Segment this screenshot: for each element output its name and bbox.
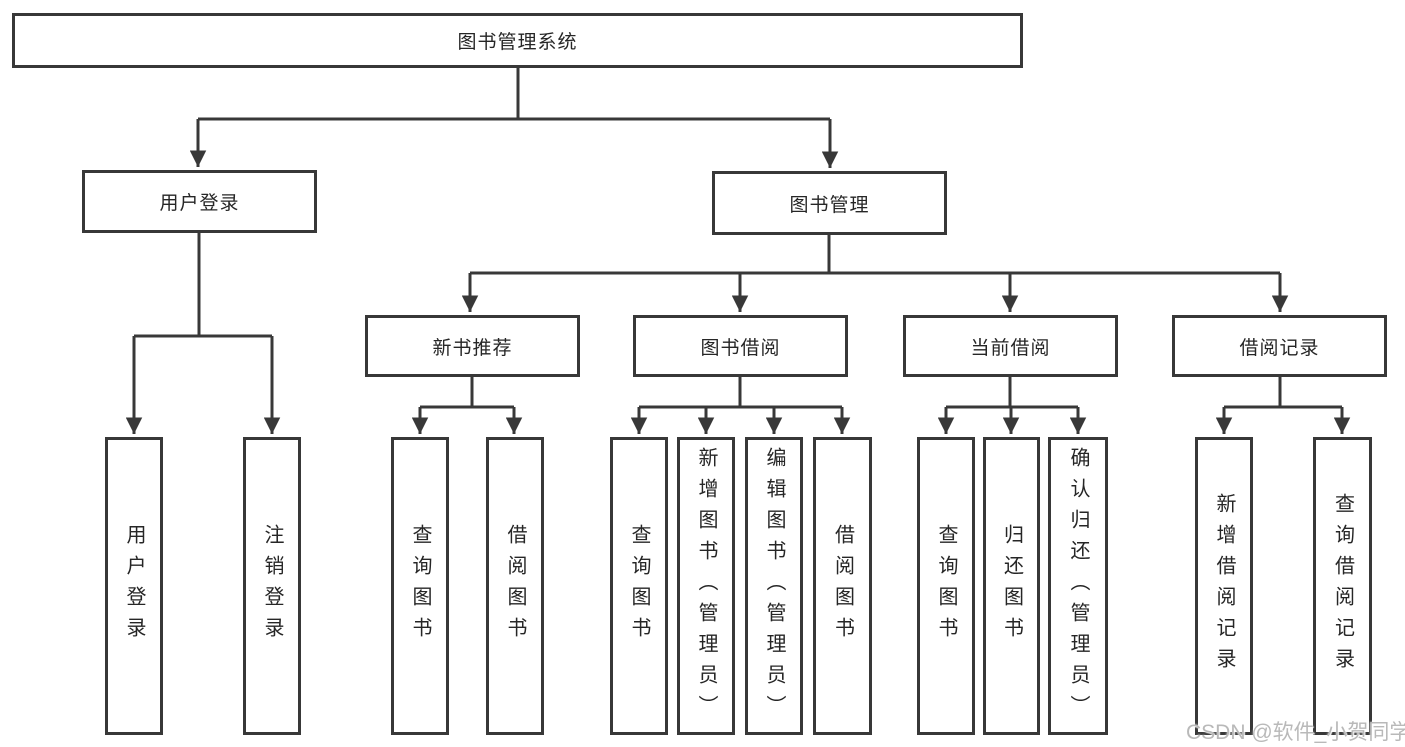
leaf-edit-books-admin-label: 编辑图书（管理员） — [763, 446, 785, 726]
leaf-query-books-recommend-label: 查询图书 — [409, 524, 431, 648]
leaf-query-books-current: 查询图书 — [917, 437, 975, 735]
leaf-user-login-label: 用户登录 — [123, 524, 145, 648]
leaf-query-books-borrow-label: 查询图书 — [628, 524, 650, 648]
node-current-borrowing: 当前借阅 — [903, 315, 1118, 377]
node-new-book-recommend-label: 新书推荐 — [432, 337, 513, 359]
leaf-logout-label: 注销登录 — [261, 524, 283, 648]
node-book-borrowing-label: 图书借阅 — [700, 337, 781, 359]
leaf-return-books: 归还图书 — [983, 437, 1040, 735]
leaf-borrow-books-label: 借阅图书 — [831, 524, 854, 648]
node-system-root: 图书管理系统 — [12, 13, 1023, 68]
leaf-borrow-books-recommend-label: 借阅图书 — [504, 524, 526, 648]
node-borrowing-records: 借阅记录 — [1172, 315, 1387, 377]
leaf-add-books-admin: 新增图书（管理员） — [677, 437, 735, 735]
leaf-confirm-return-admin-label: 确认归还（管理员） — [1067, 446, 1089, 726]
node-current-borrowing-label: 当前借阅 — [970, 337, 1051, 359]
node-system-root-label: 图书管理系统 — [457, 32, 578, 53]
node-book-management-label: 图书管理 — [789, 194, 870, 216]
leaf-query-borrow-record: 查询借阅记录 — [1313, 437, 1372, 735]
leaf-borrow-books: 借阅图书 — [813, 437, 872, 735]
leaf-return-books-label: 归还图书 — [1000, 524, 1023, 648]
leaf-query-borrow-record-label: 查询借阅记录 — [1331, 493, 1354, 679]
leaf-borrow-books-recommend: 借阅图书 — [486, 437, 544, 735]
node-borrowing-records-label: 借阅记录 — [1239, 337, 1320, 359]
leaf-user-login: 用户登录 — [105, 437, 163, 735]
leaf-query-books-current-label: 查询图书 — [935, 524, 957, 648]
leaf-add-books-admin-label: 新增图书（管理员） — [695, 446, 717, 726]
leaf-query-books-recommend: 查询图书 — [391, 437, 449, 735]
leaf-logout: 注销登录 — [243, 437, 301, 735]
node-book-management: 图书管理 — [712, 171, 947, 235]
node-user-login-label: 用户登录 — [159, 193, 240, 214]
leaf-add-borrow-record-label: 新增借阅记录 — [1213, 493, 1235, 679]
leaf-add-borrow-record: 新增借阅记录 — [1195, 437, 1253, 735]
node-book-borrowing: 图书借阅 — [633, 315, 848, 377]
leaf-confirm-return-admin: 确认归还（管理员） — [1048, 437, 1108, 735]
node-new-book-recommend: 新书推荐 — [365, 315, 580, 377]
node-user-login: 用户登录 — [82, 170, 317, 233]
leaf-query-books-borrow: 查询图书 — [610, 437, 668, 735]
leaf-edit-books-admin: 编辑图书（管理员） — [745, 437, 803, 735]
csdn-watermark: CSDN @软件_小贺同学 — [1186, 721, 1405, 744]
